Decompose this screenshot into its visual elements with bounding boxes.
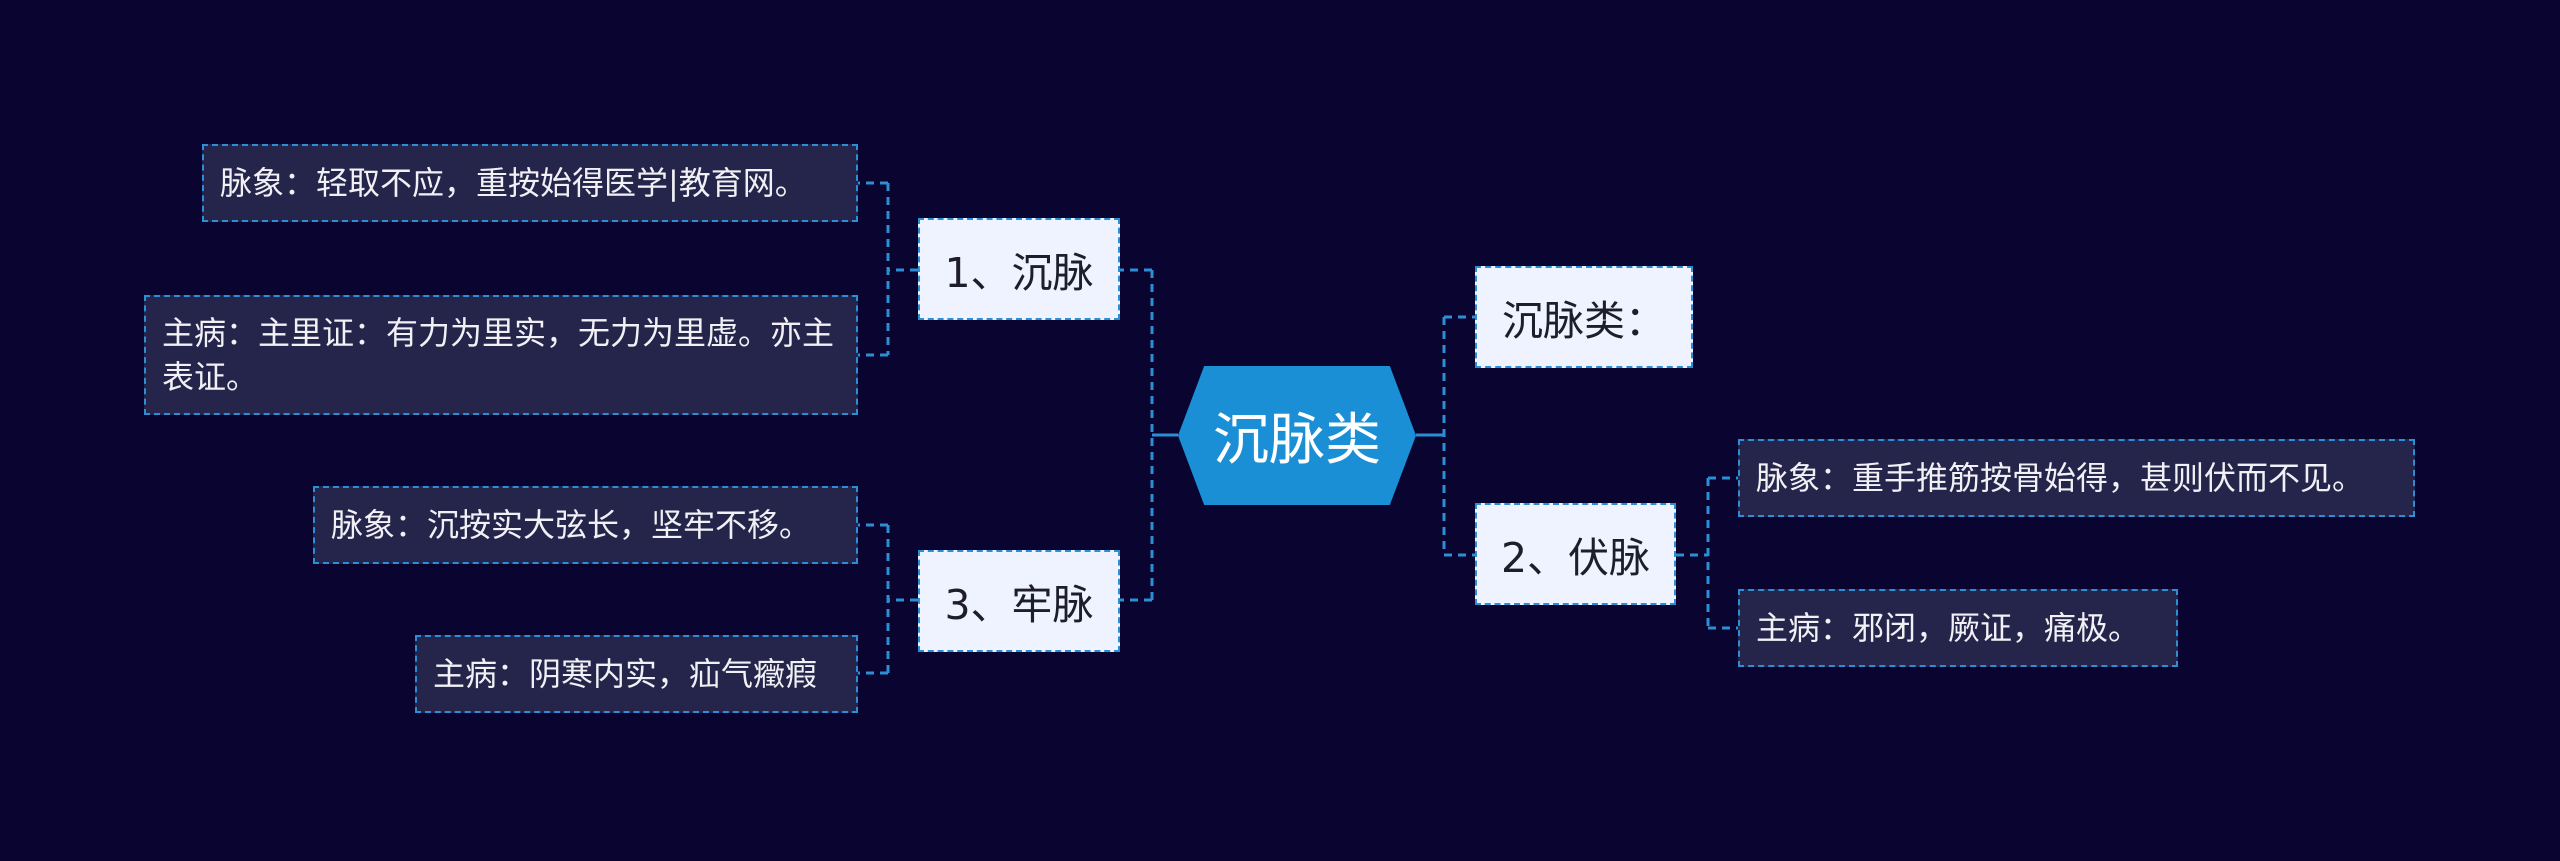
leaf-fumai-disease-text: 主病：邪闭，厥证，痛极。 xyxy=(1756,609,2141,647)
topic-laomai[interactable]: 3、牢脉 xyxy=(918,550,1120,652)
leaf-laomai-pulse[interactable]: 脉象：沉按实大弦长，坚牢不移。 xyxy=(313,486,858,564)
leaf-laomai-disease[interactable]: 主病：阴寒内实，疝气癥瘕 xyxy=(415,635,858,713)
leaf-chenmai-disease[interactable]: 主病：主里证：有力为里实，无力为里虚。亦主表证。 xyxy=(144,295,858,415)
leaf-fumai-disease[interactable]: 主病：邪闭，厥证，痛极。 xyxy=(1738,589,2178,667)
central-topic-label: 沉脉类 xyxy=(1213,408,1381,473)
topic-chenmailei[interactable]: 沉脉类： xyxy=(1475,266,1693,368)
connector-chenmai-trunk xyxy=(886,183,918,355)
topic-chenmai[interactable]: 1、沉脉 xyxy=(918,218,1120,320)
leaf-fumai-pulse-text: 脉象：重手推筋按骨始得，甚则伏而不见。 xyxy=(1756,459,2365,497)
leaf-chenmai-pulse[interactable]: 脉象：轻取不应，重按始得医学|教育网。 xyxy=(202,144,858,222)
topic-laomai-label: 3、牢脉 xyxy=(944,581,1094,629)
central-topic[interactable]: 沉脉类 xyxy=(1178,366,1416,505)
topic-chenmai-label: 1、沉脉 xyxy=(944,249,1094,297)
leaf-laomai-pulse-text: 脉象：沉按实大弦长，坚牢不移。 xyxy=(331,506,812,544)
leaf-fumai-pulse[interactable]: 脉象：重手推筋按骨始得，甚则伏而不见。 xyxy=(1738,439,2415,517)
topic-chenmailei-label: 沉脉类： xyxy=(1502,297,1666,345)
topic-fumai-label: 2、伏脉 xyxy=(1500,534,1651,582)
topic-fumai[interactable]: 2、伏脉 xyxy=(1475,503,1676,605)
leaf-laomai-disease-text: 主病：阴寒内实，疝气癥瘕 xyxy=(433,655,818,693)
connector-laomai-trunk xyxy=(886,525,918,673)
leaf-chenmai-disease-text: 主病：主里证：有力为里实，无力为里虚。亦主表证。 xyxy=(162,314,835,396)
leaf-chenmai-pulse-text: 脉象：轻取不应，重按始得医学|教育网。 xyxy=(220,164,807,202)
connector-fumai-trunk xyxy=(1676,478,1710,628)
